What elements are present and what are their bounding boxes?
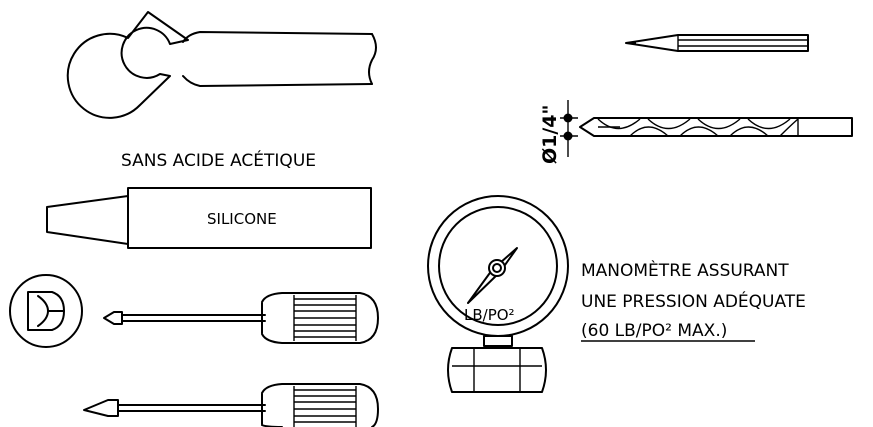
silicone-label: SILICONE bbox=[207, 210, 277, 228]
pressure-gauge-icon bbox=[427, 195, 569, 393]
no-acetic-acid-label: SANS ACIDE ACÉTIQUE bbox=[121, 149, 316, 171]
gauge-line-1: MANOMÈTRE ASSURANT bbox=[581, 259, 789, 281]
pencil-icon bbox=[625, 34, 809, 52]
flat-screwdriver-icon bbox=[83, 383, 379, 427]
silicone-tube-icon bbox=[46, 187, 372, 249]
drill-size-label: Ø1/4" bbox=[539, 105, 561, 164]
drill-bit-icon bbox=[579, 117, 853, 137]
wrench-icon bbox=[66, 11, 377, 119]
gauge-line-3: (60 LB/PO² MAX.) bbox=[581, 321, 727, 341]
phillips-screwdriver-icon bbox=[9, 274, 379, 348]
gauge-line-2: UNE PRESSION ADÉQUATE bbox=[581, 290, 806, 312]
drill-size-dimension bbox=[560, 100, 578, 157]
gauge-unit-label: LB/PO² bbox=[464, 306, 515, 324]
